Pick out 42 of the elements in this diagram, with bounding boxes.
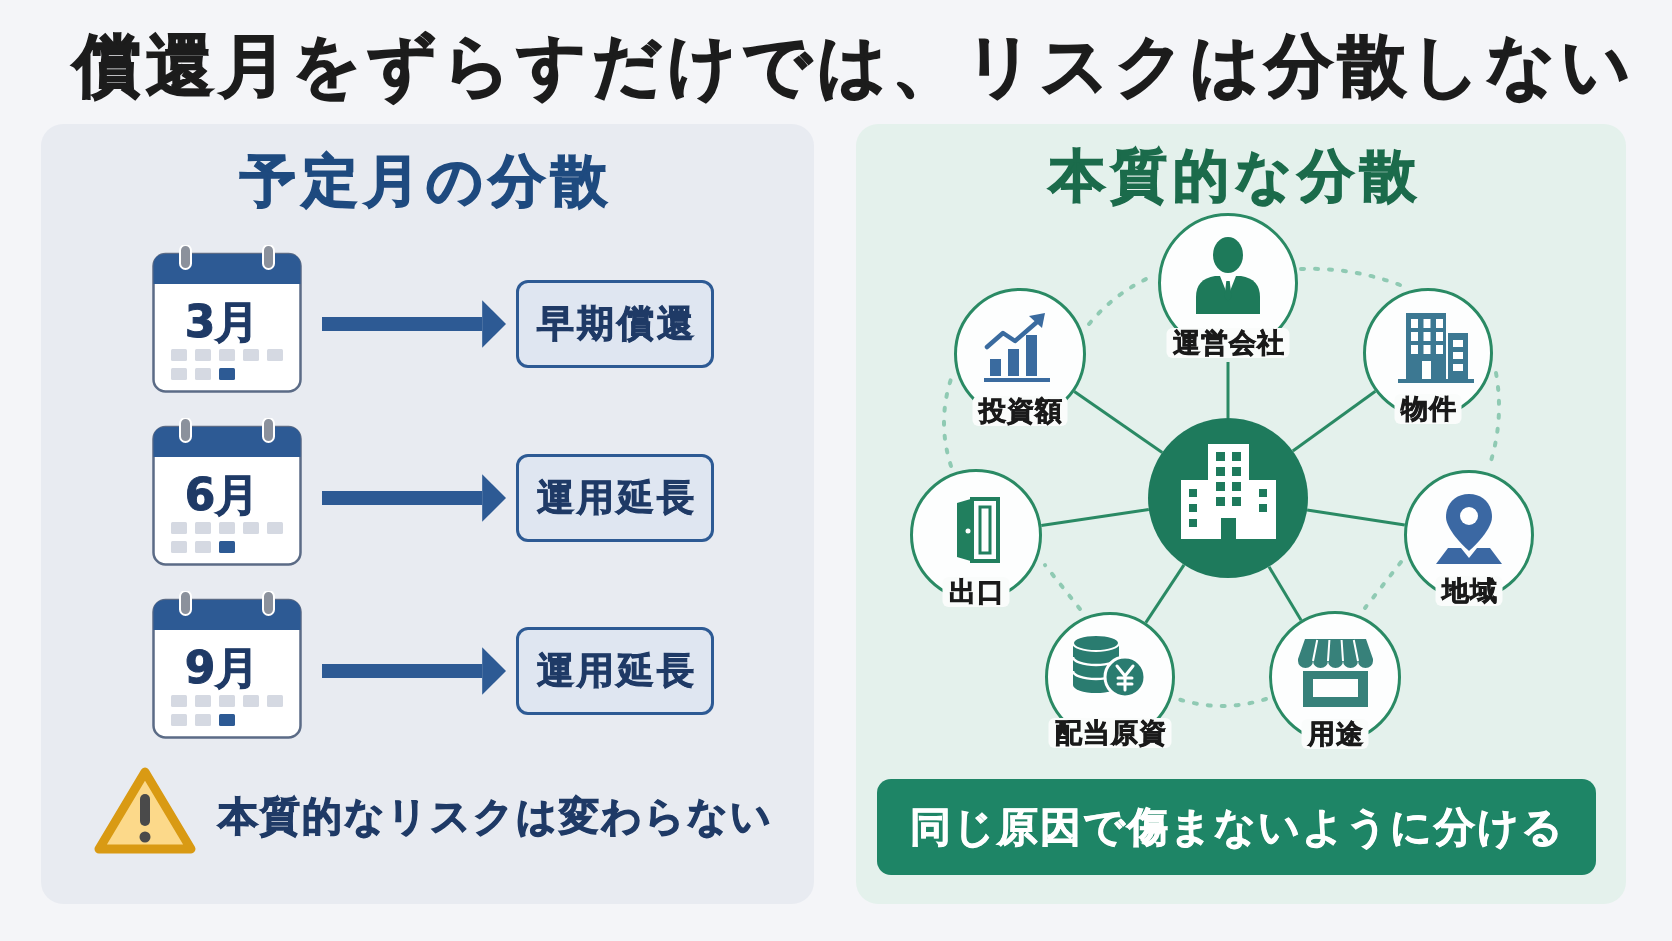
panel-heading: 本質的な分散: [1047, 142, 1422, 210]
arrow: [322, 647, 506, 695]
note-text: 本質的なリスクは変わらない: [218, 792, 773, 841]
circle-label: 用途: [1301, 718, 1369, 749]
outcome-box: 運用延長: [516, 454, 714, 542]
connector-line: [1267, 565, 1303, 622]
circle-label: 運営会社: [1166, 328, 1290, 359]
category-circle: [1269, 611, 1401, 749]
calendar: 9月: [152, 591, 302, 739]
arrow: [322, 474, 506, 522]
outcome-box: 運用延長: [516, 627, 714, 715]
connector-line: [1041, 508, 1149, 527]
circle-label: 投資額: [972, 395, 1068, 426]
calendar: 6月: [152, 418, 302, 566]
connector-line: [1306, 508, 1406, 527]
circle-label: 物件: [1394, 393, 1462, 424]
arrow: [322, 300, 506, 348]
connector-line: [1291, 390, 1377, 453]
dotted-line: [1043, 563, 1082, 611]
category-circle: [954, 288, 1086, 426]
panel-heading: 予定月の分散: [238, 147, 613, 215]
category-circle: [1404, 470, 1534, 606]
category-circle: [910, 469, 1042, 607]
outcome-box: 早期償還: [516, 280, 714, 368]
title: 償還月をずらすだけでは、リスクは分散しない: [72, 26, 1636, 106]
dotted-line: [942, 377, 953, 468]
connector-line: [1144, 563, 1186, 624]
dotted-line: [1299, 266, 1402, 287]
circle-label: 地域: [1435, 575, 1503, 606]
panel: [41, 124, 814, 904]
panel: [856, 124, 1626, 904]
dotted-line: [1176, 697, 1268, 708]
category-circle: [1363, 288, 1493, 424]
circle-label: 出口: [942, 576, 1010, 607]
category-circle: [1045, 612, 1175, 748]
connector-line: [1226, 362, 1230, 418]
connector-line: [1073, 390, 1164, 454]
circle-label: 配当原資: [1048, 717, 1172, 748]
calendar: 3月: [152, 245, 302, 393]
category-circle: [1158, 213, 1298, 359]
dotted-line: [1363, 560, 1403, 610]
banner: 同じ原因で傷まないように分ける: [877, 779, 1596, 875]
